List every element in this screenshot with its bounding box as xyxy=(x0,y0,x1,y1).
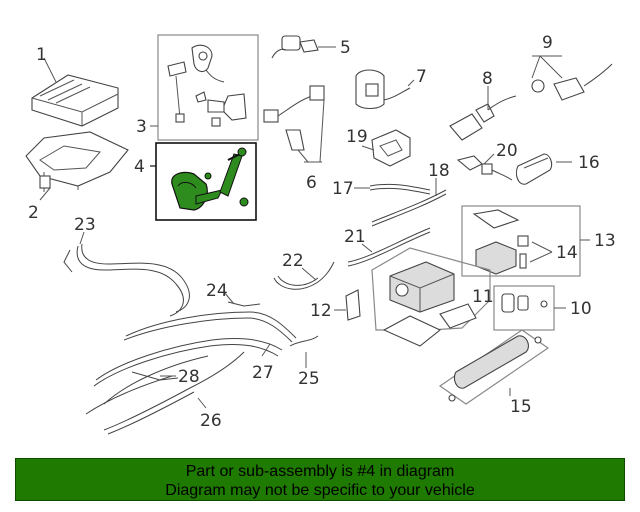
callout-1: 1 xyxy=(36,45,47,65)
callout-15: 15 xyxy=(510,397,532,417)
callout-10: 10 xyxy=(570,299,592,319)
callout-27: 27 xyxy=(252,363,274,383)
callout-2: 2 xyxy=(28,203,39,223)
group-box-3 xyxy=(157,34,259,141)
part-28-line xyxy=(85,371,179,415)
part-18-line xyxy=(371,178,447,227)
callout-8: 8 xyxy=(482,69,493,89)
part-19-bracket xyxy=(361,129,411,167)
callout-7: 7 xyxy=(416,67,427,87)
part-17-line xyxy=(354,183,431,195)
callout-21: 21 xyxy=(344,227,366,247)
callout-4: 4 xyxy=(134,157,145,177)
part-1-control-module xyxy=(31,57,119,127)
part-4-ride-height-sensor xyxy=(150,147,249,211)
callout-26: 26 xyxy=(200,411,222,431)
callout-12: 12 xyxy=(310,301,332,321)
callout-16: 16 xyxy=(578,153,600,173)
part-23-line xyxy=(63,231,190,317)
callout-28: 28 xyxy=(178,367,200,387)
part-16-filter xyxy=(515,153,572,185)
callout-3: 3 xyxy=(136,117,147,137)
part-24-line xyxy=(123,291,297,343)
callout-23: 23 xyxy=(74,215,96,235)
part-26-line xyxy=(103,351,245,435)
part-25-line xyxy=(289,335,319,368)
banner-line-2: Diagram may not be specific to your vehi… xyxy=(165,482,475,499)
banner-line-1: Part or sub-assembly is #4 in diagram xyxy=(185,463,455,480)
callout-11: 11 xyxy=(472,287,494,307)
group-box-13 xyxy=(461,205,581,277)
part-20-sensor xyxy=(456,153,513,181)
highlight-box-4 xyxy=(155,142,257,221)
part-8-sensor xyxy=(449,86,517,141)
group-box-15 xyxy=(438,329,550,405)
callout-6: 6 xyxy=(306,173,317,193)
part-22-hose xyxy=(273,261,335,290)
callout-24: 24 xyxy=(206,281,228,301)
callout-9: 9 xyxy=(542,33,553,53)
part-15-reservoir xyxy=(448,335,542,402)
part-3-level-sensor-assembly xyxy=(150,44,247,127)
callout-5: 5 xyxy=(340,38,351,58)
callout-20: 20 xyxy=(496,141,518,161)
part-11-damper xyxy=(501,293,566,313)
part-12-bracket xyxy=(334,289,361,321)
callout-17: 17 xyxy=(332,179,354,199)
part-7-valve xyxy=(355,69,415,110)
part-6-harness xyxy=(263,85,325,163)
info-banner: Part or sub-assembly is #4 in diagram Di… xyxy=(15,458,625,501)
part-13-valve-block xyxy=(472,209,590,275)
part-2-bracket xyxy=(25,131,129,201)
callout-22: 22 xyxy=(282,251,304,271)
callout-18: 18 xyxy=(428,161,450,181)
callout-14: 14 xyxy=(556,243,578,263)
part-5-connector xyxy=(271,35,336,59)
compressor-assembly xyxy=(382,261,477,347)
part-9-connector xyxy=(531,55,613,101)
callout-13: 13 xyxy=(594,231,616,251)
callout-25: 25 xyxy=(298,369,320,389)
part-21-line xyxy=(347,227,431,267)
callout-19: 19 xyxy=(346,127,368,147)
parts-diagram: 1 2 3 4 xyxy=(25,33,616,435)
